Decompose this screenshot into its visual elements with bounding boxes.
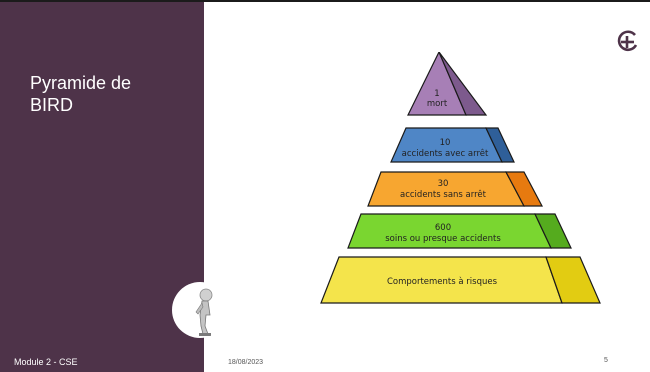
bird-pyramid-diagram: 1 mort 10 accidents avec arrêt 30 accide… xyxy=(320,52,601,304)
pyramid-level-2-side xyxy=(485,127,515,163)
pyramid-level-5: Comportements à risques xyxy=(320,256,601,304)
circle-plus-icon xyxy=(617,30,638,52)
pyramid-level-3: 30 accidents sans arrêt xyxy=(367,171,543,207)
pyramid-level-1-side xyxy=(438,52,488,116)
pyramid-level-4: 600 soins ou presque accidents xyxy=(347,213,572,249)
pyramid-level-3-label: accidents sans arrêt xyxy=(400,189,487,200)
pyramid-level-5-label: Comportements à risques xyxy=(387,277,498,287)
pyramid-level-5-side xyxy=(545,256,601,304)
pyramid-level-4-label: soins ou presque accidents xyxy=(385,234,501,244)
pyramid-level-2-value: 10 xyxy=(440,138,451,148)
pyramid-level-3-front xyxy=(367,171,525,207)
person-figure-icon xyxy=(172,282,228,338)
pyramid-level-1: 1 mort xyxy=(407,52,488,116)
pyramid-level-3-side xyxy=(505,171,543,207)
slide-title: Pyramide de BIRD xyxy=(30,73,132,115)
sidebar-panel: Pyramide de BIRD Module 2 - CSE xyxy=(0,2,204,372)
pyramid-level-4-value: 600 xyxy=(435,223,451,233)
pyramid-level-1-value: 1 xyxy=(434,89,439,99)
pyramid-level-3-value: 30 xyxy=(438,179,449,189)
footer-page-number: 5 xyxy=(604,357,608,364)
pyramid-level-1-label: mort xyxy=(427,99,448,109)
pyramid-level-2-label: accidents avec arrêt xyxy=(402,148,489,159)
pyramid-level-2: 10 accidents avec arrêt xyxy=(390,127,515,163)
footer-module-label: Module 2 - CSE xyxy=(14,357,78,367)
footer-date: 18/08/2023 xyxy=(228,359,264,366)
pyramid-level-4-side xyxy=(534,213,572,249)
